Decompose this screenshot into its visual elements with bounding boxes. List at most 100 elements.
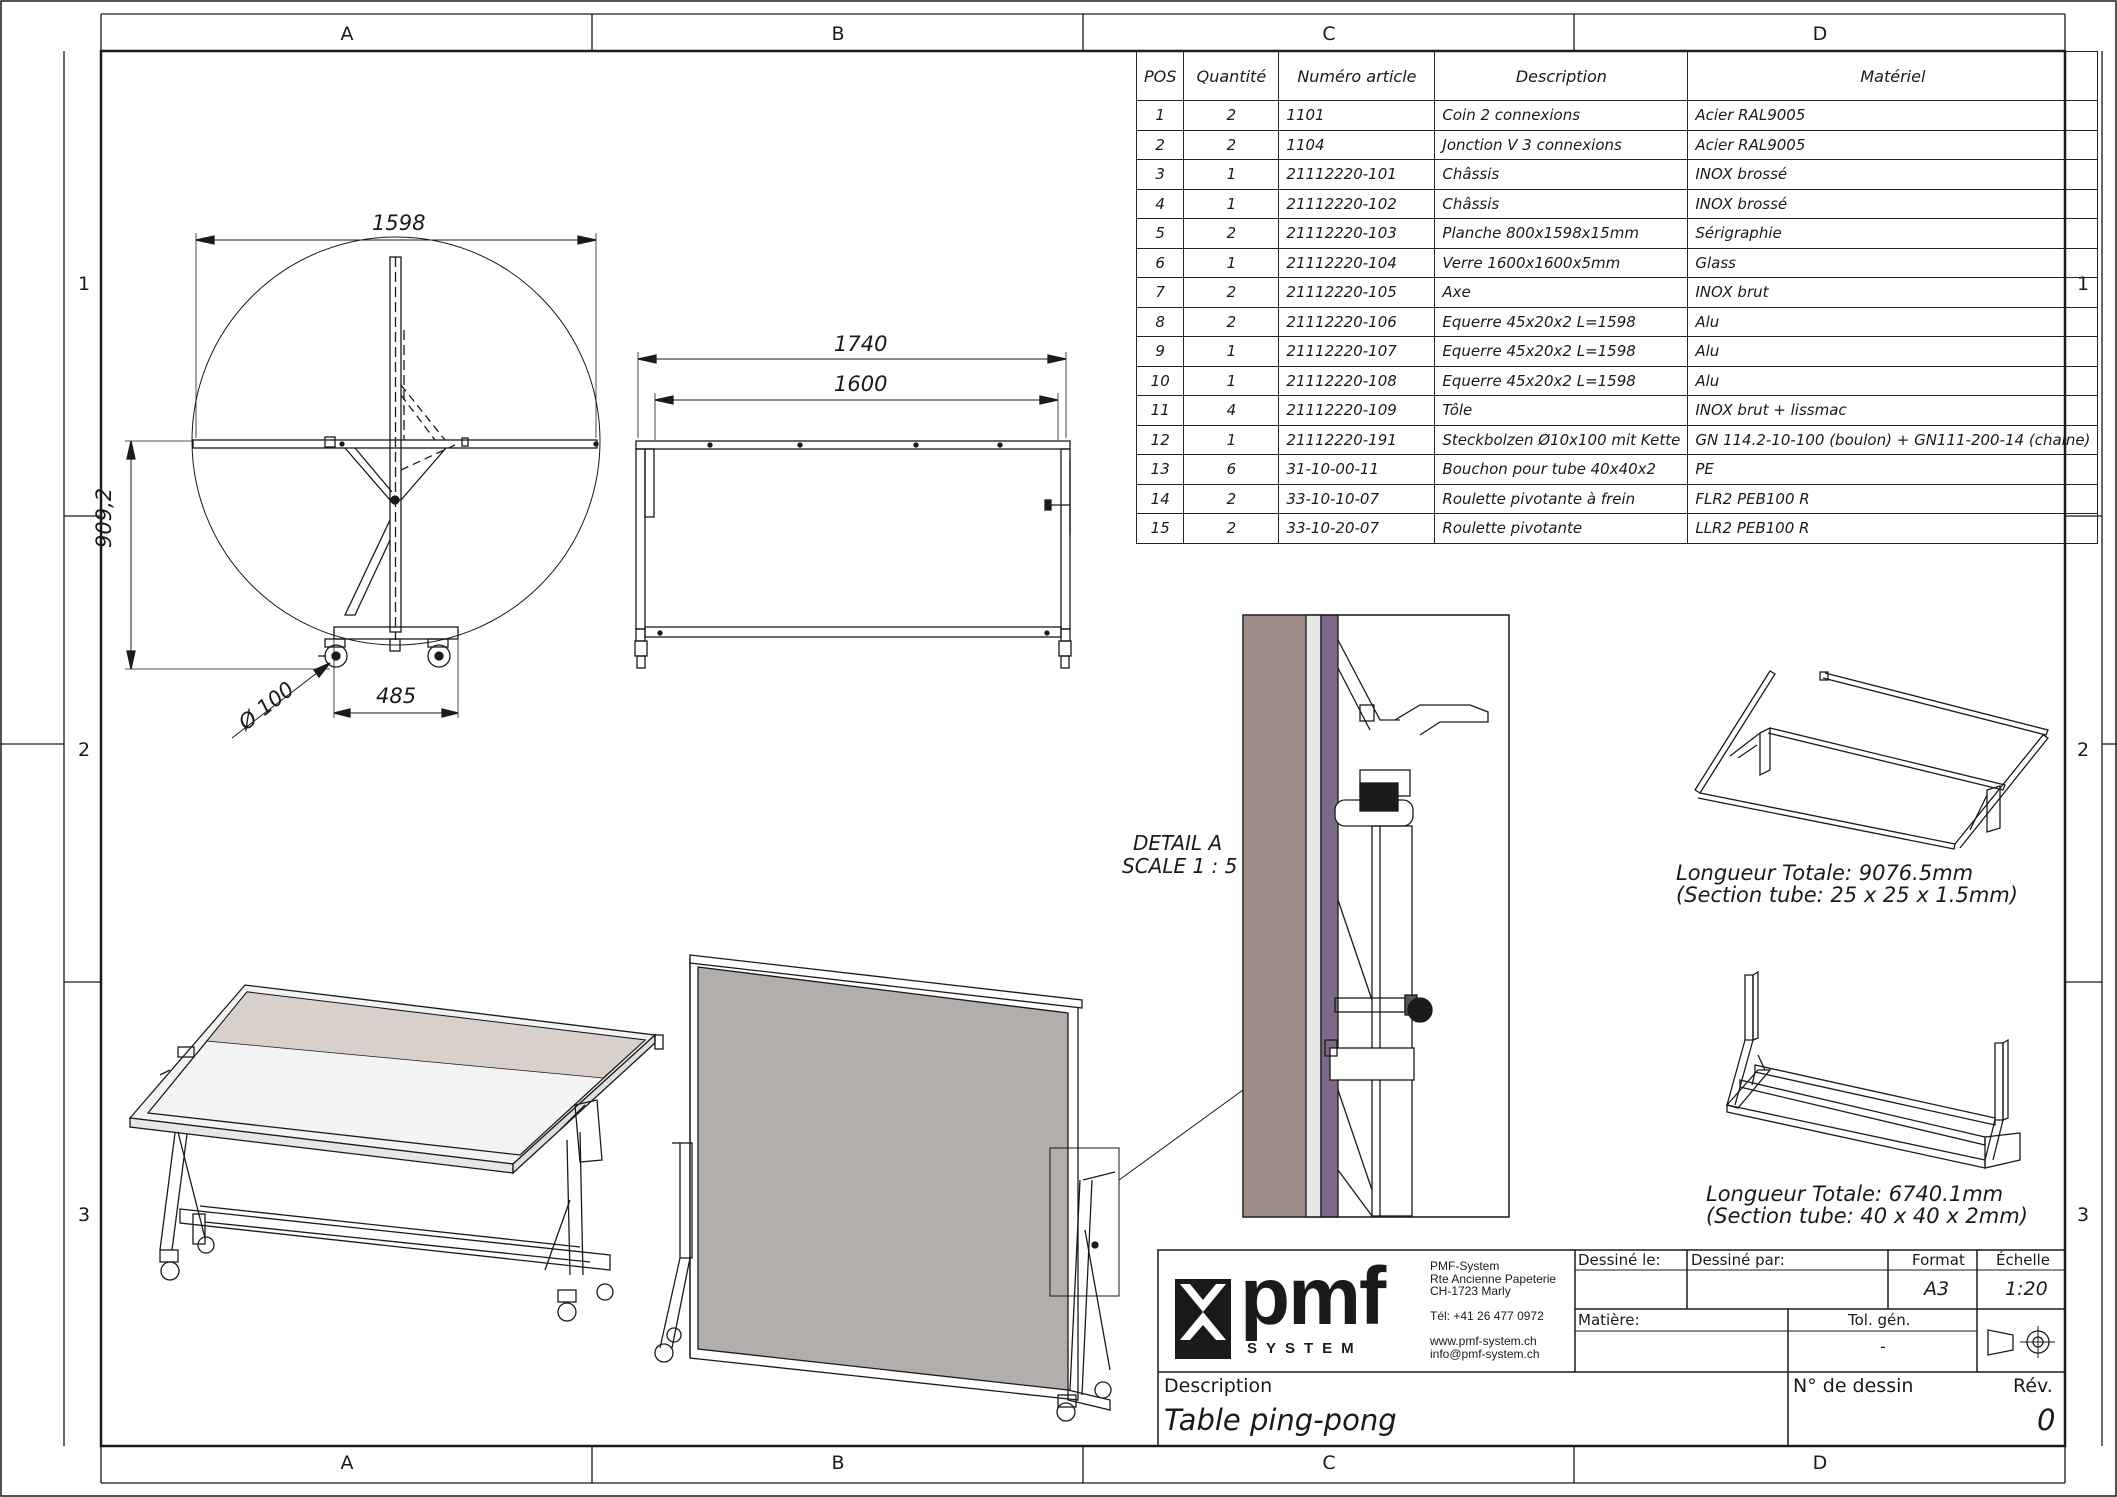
bom-cell-article: 21112220-102 [1278, 188, 1436, 219]
col-label-c-bottom: C [1322, 1452, 1336, 1474]
bom-cell-description: Tôle [1434, 395, 1689, 426]
bom-cell-quantity: 2 [1183, 100, 1280, 131]
col-label-c-top: C [1322, 23, 1336, 45]
company-line: PMF-System [1430, 1259, 1500, 1273]
bom-cell-material: Acier RAL9005 [1687, 129, 2099, 160]
bom-cell-article: 1101 [1278, 100, 1436, 131]
bom-cell-material: INOX brossé [1687, 188, 2099, 219]
bom-cell-quantity: 4 [1183, 395, 1280, 426]
title-block [1157, 1249, 2066, 1447]
frame1-length-note: Longueur Totale: 9076.5mm [1676, 861, 1974, 885]
row-label-1-left: 1 [77, 273, 91, 295]
bom-cell-article: 1104 [1278, 129, 1436, 160]
detail-scale: SCALE 1 : 5 [1122, 854, 1238, 878]
bom-cell-pos: 3 [1135, 159, 1185, 190]
row-label-2-right: 2 [2076, 739, 2090, 761]
bom-cell-quantity: 6 [1183, 454, 1280, 485]
dim-side-height: 909,2 [92, 487, 116, 548]
bom-cell-pos: 15 [1135, 513, 1185, 544]
logo-text: pmf [1240, 1251, 1386, 1342]
bom-cell-material: Alu [1687, 365, 2099, 396]
bom-cell-quantity: 2 [1183, 513, 1280, 544]
bom-cell-article: 21112220-107 [1278, 336, 1436, 367]
description-value: Table ping-pong [1164, 1403, 1397, 1437]
tolerance-label: Tol. gén. [1848, 1311, 1911, 1329]
row-label-3-left: 3 [77, 1204, 91, 1226]
bom-cell-description: Roulette pivotante [1434, 513, 1689, 544]
scale-value: 1:20 [2005, 1278, 2048, 1300]
bom-cell-description: Planche 800x1598x15mm [1434, 218, 1689, 249]
bom-cell-article: 33-10-10-07 [1278, 483, 1436, 514]
bom-cell-material: FLR2 PEB100 R [1687, 483, 2099, 514]
bom-cell-article: 21112220-109 [1278, 395, 1436, 426]
bom-cell-quantity: 1 [1183, 336, 1280, 367]
bom-cell-article: 21112220-104 [1278, 247, 1436, 278]
bom-cell-quantity: 2 [1183, 129, 1280, 160]
bom-cell-material: LLR2 PEB100 R [1687, 513, 2099, 544]
bom-header-material: Matériel [1687, 51, 2099, 101]
company-line: Rte Ancienne Papeterie [1430, 1271, 1557, 1286]
bom-header-article: Numéro article [1278, 51, 1436, 101]
bom-cell-quantity: 2 [1183, 306, 1280, 337]
dim-side-width: 1598 [372, 211, 426, 235]
col-label-d-bottom: D [1812, 1452, 1828, 1474]
company-line: Tél: +41 26 477 0972 [1430, 1309, 1544, 1323]
bom-cell-material: Alu [1687, 306, 2099, 337]
bom-cell-material: INOX brut + lissmac [1687, 395, 2099, 426]
frame2-section-note: (Section tube: 40 x 40 x 2mm) [1706, 1204, 2028, 1228]
bom-cell-description: Equerre 45x20x2 L=1598 [1434, 336, 1689, 367]
company-line: CH-1723 Marly [1430, 1284, 1511, 1298]
bom-header-description: Description [1434, 51, 1689, 101]
col-label-a-top: A [340, 23, 354, 45]
bom-cell-quantity: 1 [1183, 365, 1280, 396]
bom-table: POS Quantité Numéro article Description … [1135, 51, 2099, 544]
detail-a-view [1242, 614, 1510, 1218]
bom-header-row: POS Quantité Numéro article Description … [1135, 51, 2099, 101]
bom-cell-article: 21112220-105 [1278, 277, 1436, 308]
bom-cell-description: Axe [1434, 277, 1689, 308]
bom-cell-material: GN 114.2-10-100 (boulon) + GN111-200-14 … [1687, 424, 2099, 455]
bom-cell-article: 21112220-103 [1278, 218, 1436, 249]
bom-cell-material: PE [1687, 454, 2099, 485]
pmf-logo [1175, 1279, 1231, 1359]
col-label-b-top: B [831, 23, 845, 45]
col-label-d-top: D [1812, 23, 1828, 45]
bom-cell-description: Jonction V 3 connexions [1434, 129, 1689, 160]
bom-cell-description: Bouchon pour tube 40x40x2 [1434, 454, 1689, 485]
bom-cell-description: Châssis [1434, 188, 1689, 219]
col-label-b-bottom: B [831, 1452, 845, 1474]
bom-cell-pos: 4 [1135, 188, 1185, 219]
frame2-length-note: Longueur Totale: 6740.1mm [1706, 1182, 2004, 1206]
bom-cell-quantity: 1 [1183, 247, 1280, 278]
col-label-a-bottom: A [340, 1452, 354, 1474]
bom-cell-material: Alu [1687, 336, 2099, 367]
bom-cell-article: 33-10-20-07 [1278, 513, 1436, 544]
frame1-view [1694, 670, 2049, 850]
row-label-3-right: 3 [2076, 1204, 2090, 1226]
logo-subtext: SYSTEM [1247, 1340, 1363, 1357]
bom-cell-description: Steckbolzen Ø10x100 mit Kette [1434, 424, 1689, 455]
bom-cell-quantity: 2 [1183, 277, 1280, 308]
frame2-view [1725, 970, 2021, 1169]
bom-cell-description: Roulette pivotante à frein [1434, 483, 1689, 514]
bom-cell-description: Equerre 45x20x2 L=1598 [1434, 365, 1689, 396]
side-view [125, 233, 601, 739]
